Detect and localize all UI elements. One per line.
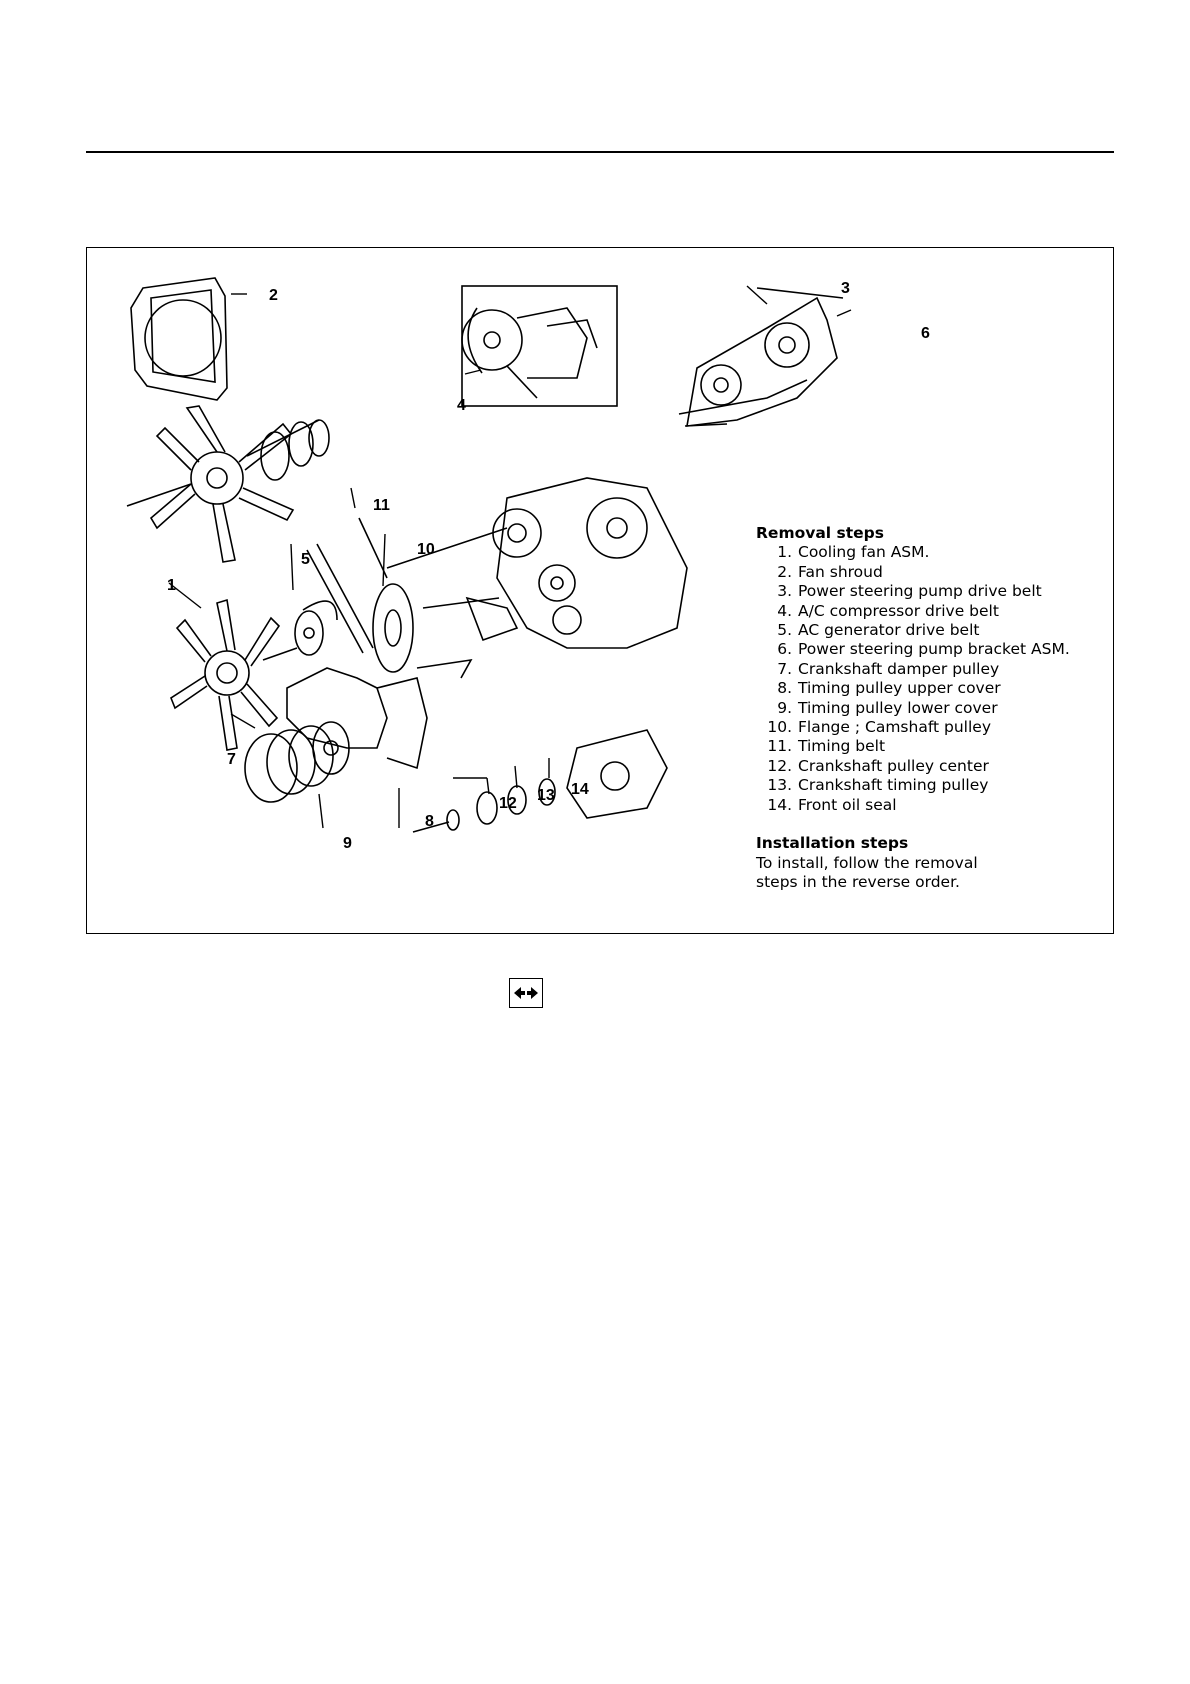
- step-item: 10. Flange ; Camshaft pulley: [756, 718, 1106, 737]
- steps-legend: Removal steps 1. Cooling fan ASM. 2. Fan s…: [756, 524, 1106, 892]
- step-text: Crankshaft pulley center: [798, 756, 989, 775]
- step-text: Crankshaft timing pulley: [798, 776, 989, 795]
- fan-shroud-drawing: [130, 277, 228, 401]
- step-number: 8.: [777, 679, 792, 698]
- step-number: 3.: [777, 582, 792, 601]
- timing-belt-drawing: [306, 517, 388, 654]
- step-text: Power steering pump bracket ASM.: [798, 640, 1070, 659]
- step-text: Crankshaft damper pulley: [798, 659, 1000, 678]
- exploded-view-figure: 1 2 3 4 5 6 7 8 9 10 11 12 13 14: [86, 247, 1114, 934]
- step-number: 2.: [777, 562, 792, 581]
- cooling-fan-top-drawing: [126, 405, 330, 563]
- callout-2: 2: [269, 287, 278, 304]
- left-right-arrows-icon: [509, 978, 543, 1008]
- callout-3: 3: [841, 280, 850, 297]
- step-text: Front oil seal: [798, 795, 897, 814]
- power-steering-bracket-drawing: [678, 287, 844, 427]
- step-number: 13.: [767, 776, 792, 795]
- callout-12: 12: [499, 795, 517, 812]
- step-number: 9.: [777, 698, 792, 717]
- step-item: 3. Power steering pump drive belt: [756, 582, 1106, 601]
- callout-13: 13: [537, 787, 555, 804]
- step-number: 10.: [767, 718, 792, 737]
- step-item: 9. Timing pulley lower cover: [756, 699, 1106, 718]
- callout-4: 4: [457, 397, 466, 414]
- step-text: Timing pulley upper cover: [798, 679, 1001, 698]
- step-item: 6. Power steering pump bracket ASM.: [756, 640, 1106, 659]
- cooling-fan-lower-drawing: [170, 598, 338, 751]
- step-text: AC generator drive belt: [798, 621, 980, 640]
- callout-5: 5: [301, 551, 310, 568]
- step-item: 11. Timing belt: [756, 737, 1106, 756]
- step-text: A/C compressor drive belt: [798, 601, 999, 620]
- step-item: 13. Crankshaft timing pulley: [756, 776, 1106, 795]
- callout-11: 11: [373, 497, 390, 514]
- installation-steps-title: Installation steps: [756, 834, 909, 853]
- step-text: Fan shroud: [798, 562, 883, 581]
- camshaft-flange-drawing: [372, 583, 414, 673]
- engine-block-drawing: [386, 477, 688, 649]
- step-text: Timing pulley lower cover: [798, 698, 998, 717]
- step-number: 14.: [767, 795, 792, 814]
- leader-lines: [168, 285, 852, 829]
- step-text: Flange ; Camshaft pulley: [798, 718, 991, 737]
- engine-illustration: [126, 277, 852, 833]
- step-item: 4. A/C compressor drive belt: [756, 602, 1106, 621]
- step-number: 5.: [777, 621, 792, 640]
- step-item: 1. Cooling fan ASM.: [756, 543, 1106, 562]
- step-number: 7.: [777, 659, 792, 678]
- callout-8: 8: [425, 813, 434, 830]
- removal-steps-title: Removal steps: [756, 524, 884, 542]
- step-number: 12.: [767, 756, 792, 775]
- callout-14: 14: [571, 781, 589, 798]
- callout-1: 1: [167, 577, 176, 594]
- header-rule: [86, 151, 1114, 153]
- step-number: 6.: [777, 640, 792, 659]
- step-item: 14. Front oil seal: [756, 796, 1106, 815]
- step-item: 7. Crankshaft damper pulley: [756, 660, 1106, 679]
- step-item: 2. Fan shroud: [756, 563, 1106, 582]
- ac-compressor-drawing: [461, 285, 618, 407]
- installation-steps-text: To install, follow the removal steps in …: [756, 853, 978, 891]
- timing-covers-drawing: [286, 658, 473, 770]
- step-item: 8. Timing pulley upper cover: [756, 679, 1106, 698]
- step-number: 4.: [777, 601, 792, 620]
- step-item: 5. AC generator drive belt: [756, 621, 1106, 640]
- callout-7: 7: [227, 751, 236, 768]
- callout-10: 10: [417, 541, 435, 558]
- crankshaft-parts-drawing: [412, 729, 668, 833]
- step-number: 1.: [777, 543, 792, 562]
- step-text: Timing belt: [798, 737, 886, 756]
- callout-9: 9: [343, 835, 352, 852]
- crankshaft-damper-drawing: [244, 721, 350, 803]
- step-item: 12. Crankshaft pulley center: [756, 757, 1106, 776]
- step-number: 11.: [767, 737, 792, 756]
- step-text: Cooling fan ASM.: [798, 543, 930, 562]
- step-text: Power steering pump drive belt: [798, 582, 1042, 601]
- callout-6: 6: [921, 325, 930, 342]
